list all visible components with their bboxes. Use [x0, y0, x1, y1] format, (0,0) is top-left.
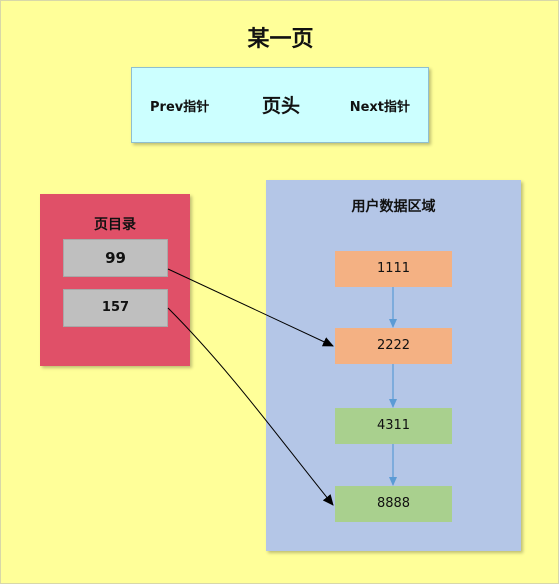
page-directory-title: 页目录 — [94, 217, 136, 233]
page-title: 某一页 — [247, 27, 314, 52]
record-box: 4311 — [335, 408, 452, 444]
page-header-box: Prev指针 页头 Next指针 — [131, 67, 429, 143]
record-box: 2222 — [335, 328, 452, 364]
user-data-area-title: 用户数据区域 — [351, 199, 436, 215]
directory-slot: 157 — [63, 289, 168, 327]
record-box: 1111 — [335, 251, 452, 287]
page-directory-box: 页目录 99 157 — [40, 194, 190, 366]
prev-pointer-label: Prev指针 — [150, 100, 210, 115]
directory-slot: 99 — [63, 239, 168, 277]
record-box: 8888 — [335, 486, 452, 522]
next-pointer-label: Next指针 — [349, 100, 410, 115]
page-header-label: 页头 — [261, 95, 300, 117]
